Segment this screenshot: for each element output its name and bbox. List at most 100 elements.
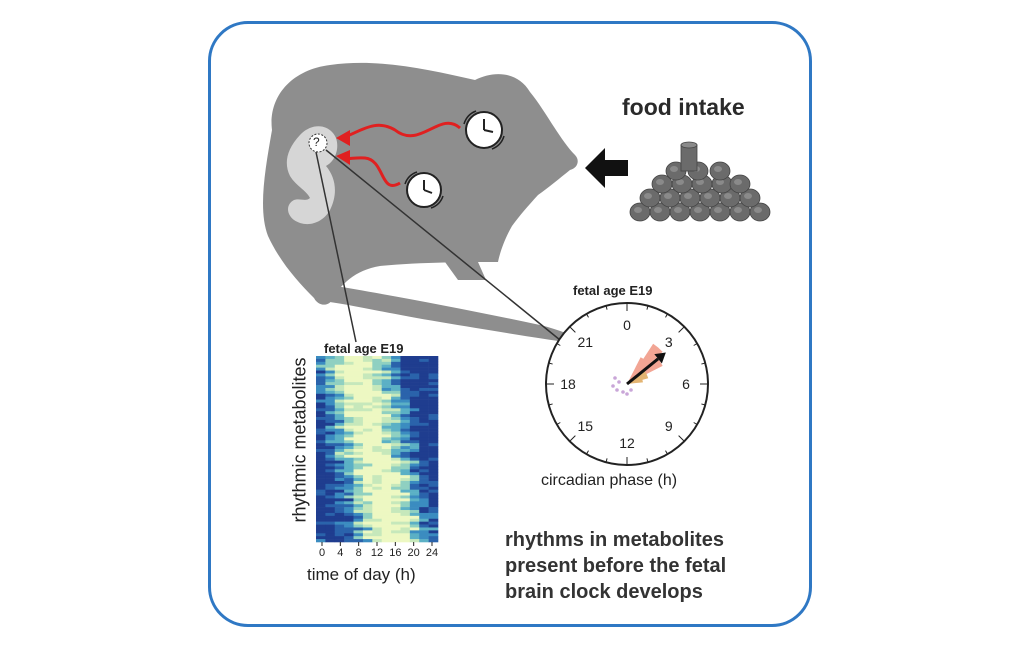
heatmap-cell	[409, 446, 420, 450]
heatmap-cell	[372, 437, 382, 441]
heatmap-cell	[316, 466, 326, 470]
heatmap-cell	[400, 399, 411, 403]
heatmap-cell	[325, 510, 336, 514]
heatmap-cell	[400, 437, 411, 441]
heatmap-cell	[353, 434, 364, 438]
heatmap-cell	[409, 382, 420, 386]
heatmap-cell	[381, 367, 392, 371]
heatmap-cell	[391, 510, 401, 514]
heatmap-cell	[372, 536, 382, 540]
heatmap-cell	[419, 428, 429, 432]
heatmap-cell	[334, 373, 345, 377]
heatmap-cell	[400, 463, 411, 467]
heatmap-cell	[344, 361, 354, 366]
heatmap-cell	[419, 376, 429, 380]
heatmap-cell	[334, 469, 345, 473]
heatmap-cell	[325, 393, 336, 397]
heatmap-cell	[325, 379, 336, 383]
heatmap-cell	[316, 539, 326, 543]
heatmap-cell	[391, 402, 401, 406]
heatmap-cell	[372, 373, 382, 377]
heatmap-cell	[344, 480, 354, 485]
heatmap-cell	[381, 431, 392, 435]
heatmap-cell	[381, 379, 392, 383]
heatmap-cell	[334, 425, 345, 429]
heatmap-cell	[325, 504, 336, 508]
heatmap-cell	[419, 501, 429, 505]
heatmap-cell	[353, 483, 364, 488]
heatmap-cell	[419, 434, 429, 438]
heatmap-cell	[344, 466, 354, 470]
heatmap-cell	[381, 504, 392, 508]
heatmap-cell	[391, 387, 401, 392]
heatmap-cell	[362, 356, 373, 360]
heatmap-cell	[409, 472, 420, 476]
clock-hour-label: 15	[577, 417, 594, 434]
heatmap-x-tick-label: 24	[425, 547, 439, 559]
heatmap-cell	[391, 530, 401, 534]
heatmap-cell	[428, 385, 439, 389]
heatmap-cell	[372, 533, 382, 537]
heatmap-cell	[428, 437, 439, 441]
arrowhead-icon	[654, 352, 666, 364]
heatmap-cell	[400, 460, 411, 464]
heatmap-cell	[334, 451, 345, 456]
heatmap-cell	[353, 521, 364, 525]
heatmap-cell	[428, 443, 439, 447]
heatmap-cell	[428, 428, 439, 432]
signal-arrow-upper	[341, 121, 462, 140]
heatmap-cell	[362, 434, 373, 438]
heatmap-cell	[400, 504, 411, 508]
heatmap-cell	[428, 419, 439, 424]
heatmap-cell	[334, 478, 345, 482]
heatmap-cell	[334, 460, 345, 464]
heatmap-cell	[409, 486, 420, 490]
food-intake-label: food intake	[622, 94, 745, 120]
heatmap-cell	[419, 460, 429, 464]
heatmap-cell	[334, 466, 345, 470]
heatmap-cell	[391, 527, 401, 531]
heatmap-cell	[344, 376, 354, 380]
clock-tick	[693, 343, 698, 346]
heatmap-cell	[419, 437, 429, 441]
heatmap-cell	[419, 454, 429, 459]
heatmap-cell	[428, 361, 439, 366]
heatmap-cell	[325, 501, 336, 505]
heatmap-cell	[381, 373, 392, 377]
heatmap-cell	[409, 530, 420, 534]
heatmap-cell	[419, 451, 429, 456]
heatmap-cell	[362, 431, 373, 435]
heatmap-x-tick-label: 16	[389, 547, 402, 559]
heatmap-cell	[428, 518, 439, 522]
pellet-icon	[680, 141, 698, 172]
heatmap-cell	[362, 457, 373, 461]
heatmap-cell	[372, 419, 382, 424]
heatmap-cell	[400, 419, 411, 424]
heatmap-cell	[325, 492, 336, 496]
heatmap-cell	[419, 370, 429, 374]
heatmap-cell	[409, 504, 420, 508]
heatmap-cell	[419, 492, 429, 496]
heatmap-cell	[362, 489, 373, 493]
heatmap-cell	[381, 399, 392, 403]
heatmap-cell	[325, 422, 336, 427]
clock-hour-label: 12	[619, 435, 635, 451]
heatmap-cell	[419, 475, 429, 479]
heatmap-cell	[372, 428, 382, 432]
heatmap-cell	[381, 428, 392, 432]
heatmap-cell	[316, 504, 326, 508]
heatmap-cell	[409, 515, 420, 520]
heatmap-cell	[419, 463, 429, 467]
heatmap-cell	[400, 411, 411, 415]
clock-tick	[548, 403, 553, 406]
heatmap-cell	[372, 376, 382, 380]
heatmap-cell	[381, 483, 392, 488]
heatmap-cell	[391, 457, 401, 461]
heatmap-cell	[428, 495, 439, 499]
phase-dot	[617, 380, 621, 384]
heatmap-cell	[428, 373, 439, 377]
heatmap-cell	[316, 367, 326, 371]
heatmap-cell	[325, 443, 336, 447]
heatmap-cell	[409, 419, 420, 424]
heatmap-cell	[372, 382, 382, 386]
